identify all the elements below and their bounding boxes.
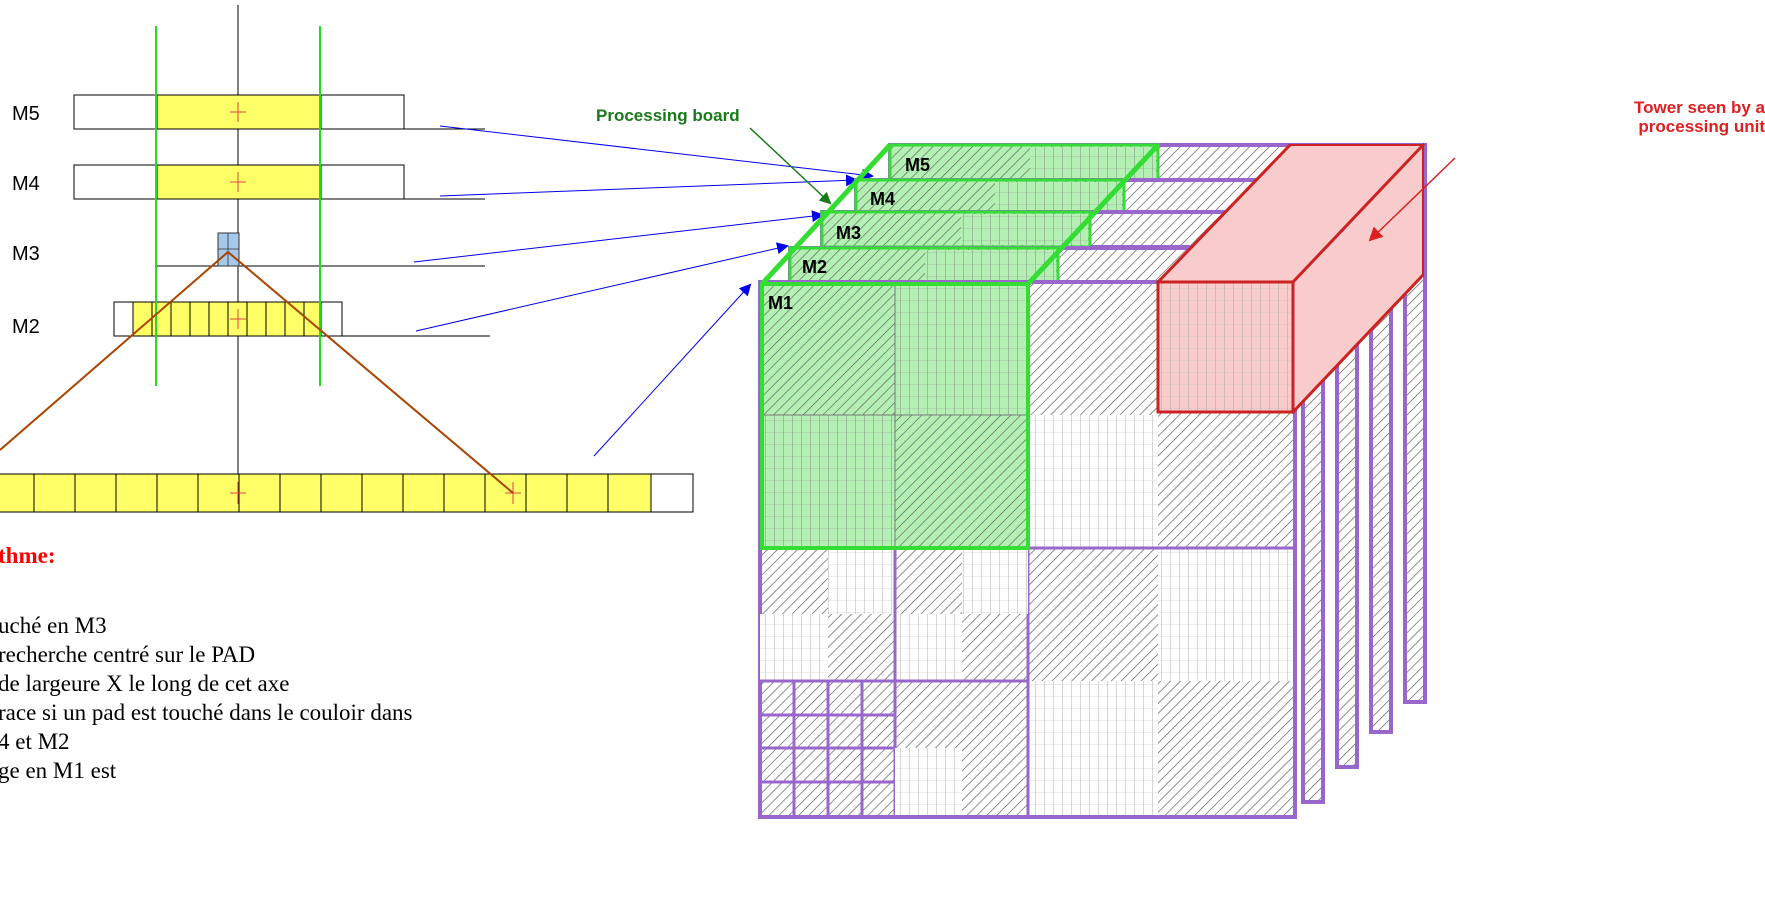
station-diagram (0, 5, 874, 513)
layer-stack: M5 M4 M3 M2 M1 (749, 127, 1456, 819)
algorithm-line-5: 4 et M2 (0, 729, 70, 754)
board-edges (760, 143, 1160, 286)
tower-callout-line-1: Tower seen by a (1633, 98, 1765, 117)
search-road-left (0, 251, 229, 451)
layer-tag-m4: M4 (870, 189, 895, 209)
algorithm-title: thme: (0, 543, 56, 568)
algorithm-line-1: uché en M3 (0, 613, 107, 638)
station-label-m3: M3 (12, 243, 40, 265)
layer-tag-m1: M1 (768, 293, 793, 313)
algorithm-line-3: de largeure X le long de cet axe (0, 671, 290, 696)
station-m1 (0, 473, 694, 513)
tower-callout-arrow (1368, 157, 1456, 242)
station-to-layer-arrows (413, 125, 874, 457)
hit-pad-m3 (217, 232, 240, 267)
algorithm-line-6: ge en M1 est (0, 758, 117, 783)
station-m5 (73, 94, 485, 130)
station-label-m5: M5 (12, 103, 40, 125)
layer-tag-m2: M2 (802, 257, 827, 277)
station-m2 (113, 301, 490, 337)
algorithm-line-2: recherche centré sur le PAD (0, 642, 256, 667)
layer-m1-plane (758, 280, 1297, 819)
tower-box (1155, 142, 1426, 415)
station-label-m2: M2 (12, 316, 40, 338)
algorithm-line-4: race si un pad est touché dans le couloi… (0, 700, 413, 725)
layer-tag-m5: M5 (905, 155, 930, 175)
layer-tag-m3: M3 (836, 223, 861, 243)
tower-callout-line-2: processing unit (1638, 117, 1765, 136)
station-label-m4: M4 (12, 173, 40, 195)
station-m4 (73, 164, 485, 200)
tower-callout: Tower seen by a processing unit (1605, 98, 1765, 136)
search-road-right (227, 251, 514, 494)
board-callout-arrow (749, 127, 832, 205)
processing-board-callout: Processing board (596, 106, 740, 125)
